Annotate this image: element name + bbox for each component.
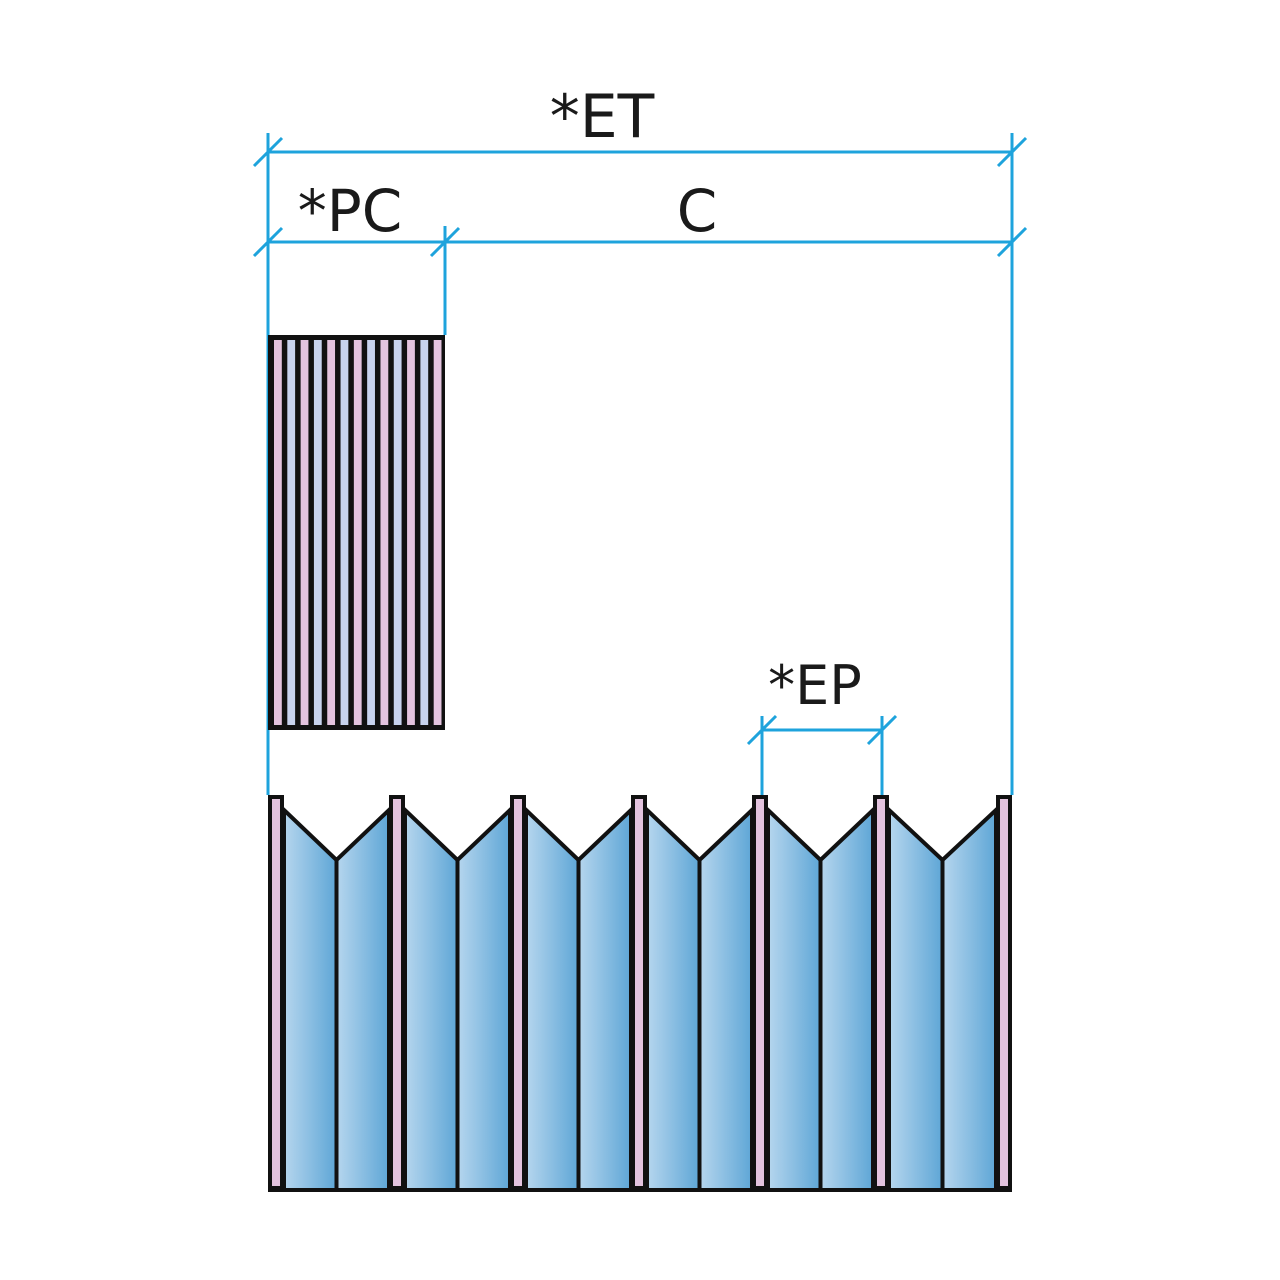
door-stile xyxy=(631,795,647,1190)
glass-panel xyxy=(766,805,823,1192)
tick-mark xyxy=(996,226,1028,258)
glass-panel xyxy=(334,805,391,1192)
ep-label: *EP xyxy=(768,654,862,717)
stacked-panels xyxy=(268,335,445,730)
stacked-panel-stripe xyxy=(380,340,389,725)
tick-mark xyxy=(746,714,778,746)
stacked-panel-stripe xyxy=(353,340,362,725)
et-label: *ET xyxy=(550,82,655,152)
pc-label: *PC xyxy=(298,177,402,245)
stacked-panel-stripe xyxy=(407,340,415,725)
stacked-panel-stripe xyxy=(367,340,375,725)
glass-panel xyxy=(524,805,581,1192)
stacked-panel-stripe xyxy=(313,340,322,725)
stacked-panel-stripe xyxy=(340,340,349,725)
glass-panel xyxy=(818,805,875,1192)
stacked-panel-stripe xyxy=(274,340,282,725)
door-stile xyxy=(389,795,405,1190)
door-stile xyxy=(268,795,284,1190)
stacked-panel-stripe xyxy=(420,340,429,725)
glass-panel xyxy=(576,805,633,1192)
stacked-panel-stripe xyxy=(393,340,402,725)
folding-door-elevation xyxy=(268,795,1012,1192)
glass-panel xyxy=(645,805,702,1192)
stacked-panel-stripe xyxy=(433,340,442,725)
door-stile xyxy=(873,795,889,1190)
tick-mark xyxy=(252,136,284,168)
glass-panel xyxy=(940,805,998,1192)
glass-panel xyxy=(282,805,339,1192)
tick-mark xyxy=(866,714,898,746)
door-stile xyxy=(752,795,768,1190)
glass-panel xyxy=(403,805,460,1192)
tick-mark xyxy=(252,226,284,258)
glass-panel xyxy=(697,805,754,1192)
door-stile xyxy=(996,795,1012,1190)
c-label: C xyxy=(677,177,718,245)
stacked-panel-stripe xyxy=(327,340,336,725)
door-stile xyxy=(510,795,526,1190)
stacked-panel-stripe xyxy=(300,340,309,725)
stacked-panel-stripe xyxy=(287,340,296,725)
tick-mark xyxy=(429,226,461,258)
dimension-ticks xyxy=(252,136,1028,746)
tick-mark xyxy=(996,136,1028,168)
glass-panel xyxy=(887,805,945,1192)
glass-panel xyxy=(455,805,512,1192)
